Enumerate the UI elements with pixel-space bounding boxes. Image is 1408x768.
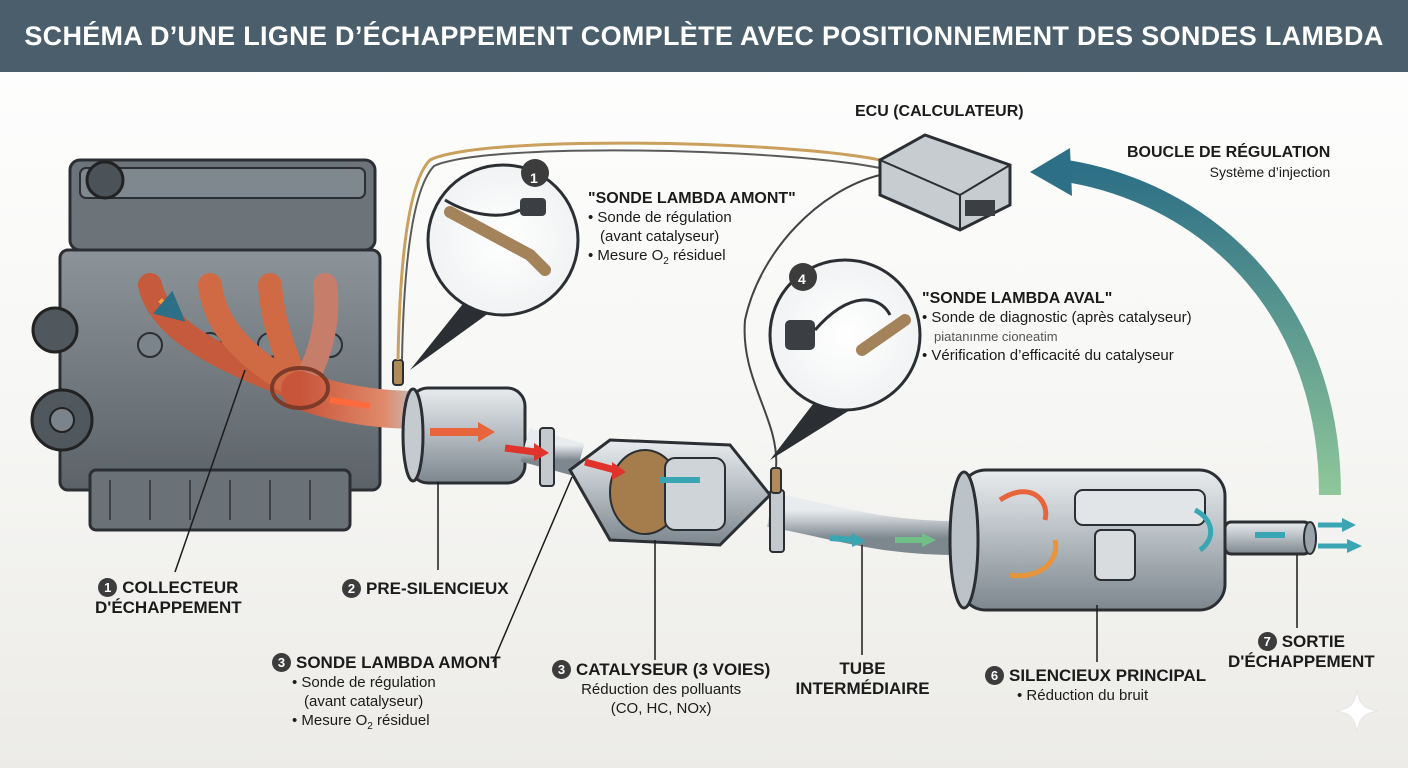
callout-downstream-text: 4 "SONDE LAMBDA AVAL" Sonde de diagnosti…	[798, 271, 1192, 365]
pre-silencer	[401, 386, 527, 485]
engine-block	[30, 158, 382, 532]
leader-lines	[174, 369, 1298, 663]
downstream-sensor	[770, 467, 782, 494]
label-tube: TUBE INTERMÉDIAIRE	[795, 659, 930, 698]
callout-upstream-number: 1	[530, 170, 538, 186]
sparkle-icon	[1335, 689, 1379, 733]
callout-downstream	[768, 258, 922, 460]
regulation-loop-arrow	[1030, 148, 1341, 496]
front-pipe	[504, 427, 585, 487]
number-badge: 3	[552, 660, 571, 679]
ecu-box	[878, 133, 1012, 232]
main-silencer	[948, 468, 1227, 612]
callout-upstream-text: 1 "SONDE LAMBDA AMONT" Sonde de régulati…	[530, 170, 796, 271]
number-badge: 6	[985, 666, 1004, 685]
loop-label: BOUCLE DE RÉGULATION Système d’injection	[1127, 144, 1331, 180]
catalytic-converter	[568, 438, 773, 547]
ecu-label: ECU (CALCULATEUR)	[855, 103, 1024, 120]
callout-upstream-o2: Mesure O2 résiduel	[588, 246, 796, 271]
title-bar: SCHÉMA D’UNE LIGNE D’ÉCHAPPEMENT COMPLÈT…	[0, 0, 1408, 72]
number-badge: 1	[98, 578, 118, 597]
number-badge: 7	[1257, 632, 1277, 651]
callout-downstream-number: 4	[798, 271, 806, 287]
tailpipe	[1223, 518, 1362, 556]
upstream-sensor	[392, 359, 404, 386]
callout-upstream	[410, 159, 580, 370]
intermediate-pipe	[767, 489, 971, 556]
number-badge: 3	[272, 653, 291, 672]
number-badge: 2	[342, 579, 361, 598]
exhaust-diagram	[30, 133, 1379, 733]
sonde-amont-o2: Mesure O2 résiduel	[272, 711, 501, 736]
page-title: SCHÉMA D’UNE LIGNE D’ÉCHAPPEMENT COMPLÈT…	[24, 20, 1384, 51]
sensor-wires	[396, 141, 881, 469]
